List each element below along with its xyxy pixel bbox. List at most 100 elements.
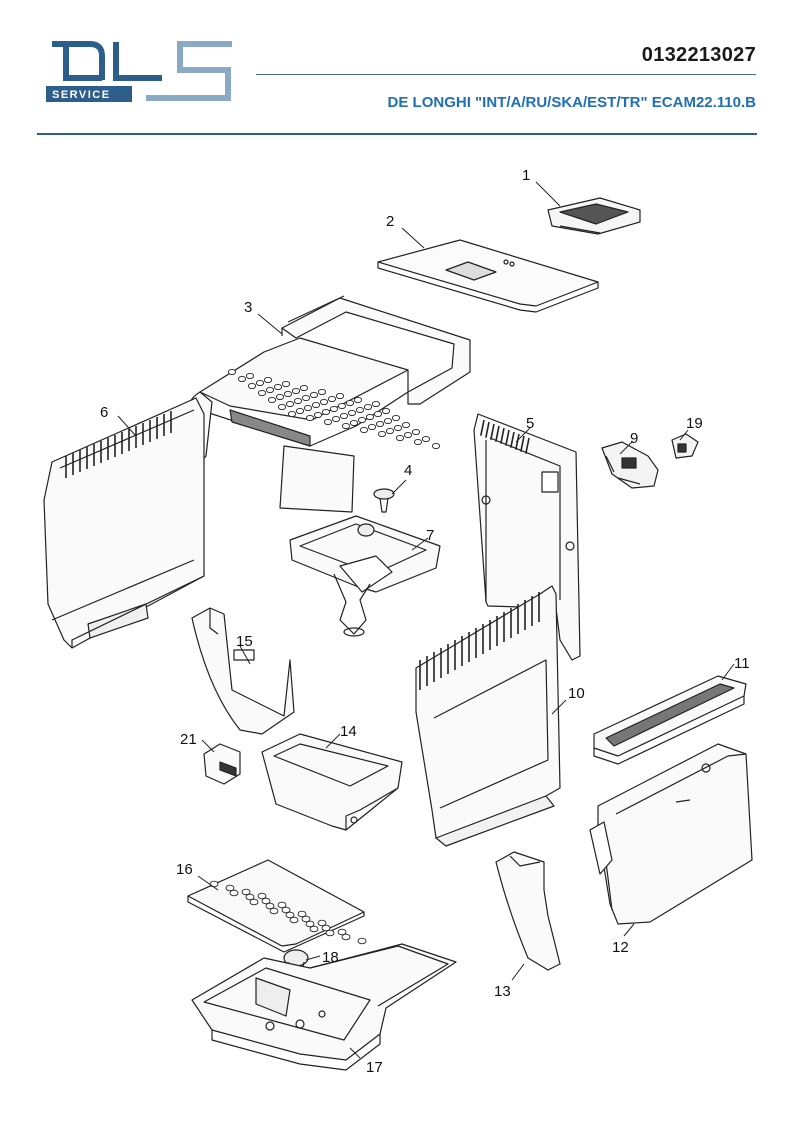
grille-hole (403, 431, 413, 439)
grille-hole (339, 412, 349, 420)
vent-slot (520, 435, 525, 452)
grille-hole (325, 929, 335, 937)
grille-hole (295, 407, 305, 415)
grille-hole (381, 407, 391, 415)
part-5-vent-slots (480, 419, 530, 454)
grille-hole (357, 937, 367, 945)
grille-hole (321, 408, 331, 416)
part-16-grille-holes (209, 880, 367, 945)
part-10-right-panel (415, 585, 561, 847)
grille-hole (257, 892, 267, 900)
callout-14: 14 (340, 723, 357, 740)
callout-5: 5 (526, 415, 534, 432)
grille-hole (323, 418, 333, 426)
grille-hole (375, 420, 385, 428)
grille-hole (269, 907, 279, 915)
part-19-small-connector (671, 433, 699, 459)
callout-16: 16 (176, 861, 193, 878)
callout-2: 2 (386, 213, 394, 230)
callout-6: 6 (100, 404, 108, 421)
grille-hole (299, 384, 309, 392)
part-6-left-panel (43, 397, 205, 649)
grille-hole (341, 933, 351, 941)
part-9-connector-block (601, 441, 659, 489)
vent-slot (485, 421, 490, 438)
part-16-drip-grille (187, 859, 365, 953)
part-17-drip-tray (191, 943, 457, 1071)
grille-hole (277, 403, 287, 411)
callout-labels: 1 2 3 4 5 6 7 9 10 11 12 13 14 15 16 17 … (100, 167, 750, 1076)
grille-hole (277, 901, 287, 909)
grille-hole (285, 400, 295, 408)
vent-slot (480, 419, 485, 436)
part-4-knob (373, 488, 395, 513)
part-12-water-tank (589, 743, 753, 925)
part-21-small-plug (203, 743, 241, 785)
vent-slot (515, 433, 520, 450)
vent-slot (500, 427, 505, 444)
grille-hole (401, 421, 411, 429)
grille-hole (289, 916, 299, 924)
grille-hole (345, 399, 355, 407)
part-number: 0132213027 (641, 44, 756, 66)
grille-hole (349, 419, 359, 427)
part-13-front-trim (495, 851, 561, 971)
grille-hole (363, 403, 373, 411)
grille-hole (317, 388, 327, 396)
grille-hole (411, 428, 421, 436)
leader-lines (117, 181, 735, 1059)
grille-hole (359, 426, 369, 434)
callout-1: 1 (522, 167, 530, 184)
callout-21: 21 (180, 731, 197, 748)
grille-hole (291, 387, 301, 395)
grille-hole (391, 414, 401, 422)
vent-slot (525, 437, 530, 454)
callout-4: 4 (404, 462, 412, 479)
grille-hole (301, 915, 311, 923)
grille-hole (393, 424, 403, 432)
part-10-vent-slots (419, 592, 540, 690)
grille-hole (281, 380, 291, 388)
exploded-parts-diagram: 1 2 3 4 5 6 7 9 10 11 12 13 14 15 16 17 … (43, 167, 753, 1076)
part-1-cup-grille (547, 197, 641, 235)
callout-11: 11 (734, 655, 750, 672)
grille-hole (225, 884, 235, 892)
part-7-funnel-tray (289, 515, 441, 637)
model-title: DE LONGHI "INT/A/RU/SKA/EST/TR" ECAM22.1… (387, 94, 756, 111)
grille-hole (287, 410, 297, 418)
callout-17: 17 (366, 1059, 383, 1076)
grille-hole (229, 889, 239, 897)
header-divider (256, 74, 756, 75)
grille-hole (337, 928, 347, 936)
callout-13: 13 (494, 983, 511, 1000)
grille-hole (341, 422, 351, 430)
grille-hole (273, 383, 283, 391)
grille-hole (209, 880, 219, 888)
grille-hole (385, 427, 395, 435)
callout-9: 9 (630, 430, 638, 447)
part-3-grille-holes (227, 368, 441, 450)
grille-hole (371, 400, 381, 408)
grille-hole (241, 888, 251, 896)
grille-hole (283, 390, 293, 398)
grille-hole (261, 897, 271, 905)
grille-hole (373, 410, 383, 418)
page-header: SERVICE 0132213027 DE LONGHI "INT/A/RU/S… (0, 0, 794, 140)
callout-18: 18 (322, 949, 339, 966)
grille-hole (301, 394, 311, 402)
grille-hole (321, 924, 331, 932)
grille-hole (353, 396, 363, 404)
logo-service-text: SERVICE (52, 89, 111, 101)
vent-slot (505, 429, 510, 446)
grille-hole (431, 442, 441, 450)
part-6-vent-slots (65, 411, 172, 478)
grille-hole (357, 416, 367, 424)
grille-hole (327, 395, 337, 403)
grille-hole (297, 910, 307, 918)
grille-hole (331, 415, 341, 423)
grille-hole (421, 435, 431, 443)
grille-hole (265, 386, 275, 394)
callout-3: 3 (244, 299, 252, 316)
part-3-top-cover (185, 295, 471, 513)
callout-7: 7 (426, 527, 434, 544)
